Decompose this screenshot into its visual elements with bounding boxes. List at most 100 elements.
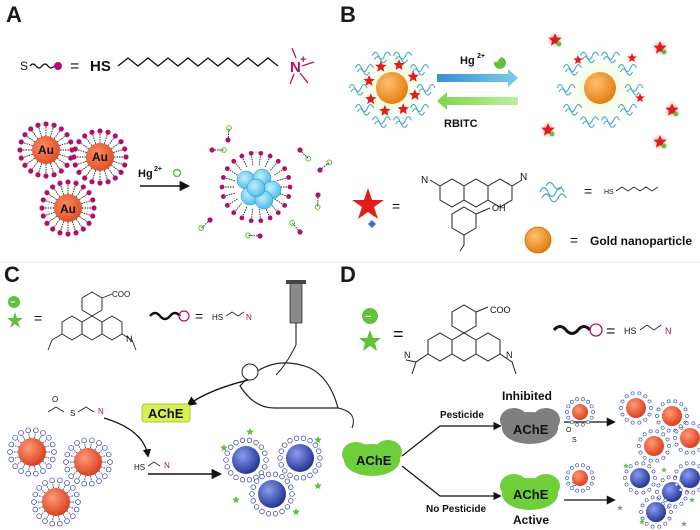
n-c2: N [98,407,104,416]
reverse-arrow [437,92,518,110]
n-right: N [520,172,527,183]
ligand-chain [76,473,82,482]
ligand-head [297,147,303,153]
ligand-head [44,220,50,226]
ligand-head [267,215,273,221]
ligand-head [18,468,24,474]
released-dye [639,519,645,525]
minus-sign: − [10,297,15,307]
ligand-head [262,464,268,470]
ligand-head [259,508,265,514]
ligand-head [12,463,18,469]
rbitc-star [379,104,391,116]
ligand-chain [38,432,44,441]
peg-coil [601,51,621,64]
ligand-chain [44,482,50,491]
ligand-tail-icon [552,325,592,335]
ligand-head [70,513,76,519]
ligand-head [653,476,657,480]
peg-coil [371,116,391,128]
ligand-head [72,162,78,168]
ligand-head [282,468,288,474]
ligand-head [619,406,623,410]
ligand-head [287,184,293,190]
ligand-head [279,474,285,480]
ligand-head [566,415,571,420]
ligand-head [25,427,31,434]
ligand-head [33,470,39,477]
ligand-head [91,205,97,211]
hg-bound [289,220,296,226]
ligand-head [51,449,57,455]
peg-chain [615,186,659,192]
ligand-head [640,516,645,521]
ligand-head [57,477,63,484]
cluster-particle [246,178,266,198]
ligand-head [297,229,303,235]
ligand-head [249,491,255,497]
no-pesticide-branch [401,465,502,501]
ligand-chain [24,134,35,143]
rbitc-star [393,59,405,70]
peg-coil [556,83,576,96]
ligand-head [648,458,653,463]
ligand-head [580,397,585,402]
ligand-head [96,478,102,484]
ligand-head [250,484,256,490]
ligand-head [565,410,569,414]
ligand-chain [38,463,44,472]
ligand-head [667,516,672,521]
ligand-head [624,417,629,422]
ligand-head [33,427,39,434]
au-label: Au [60,202,76,216]
free-ligand [291,222,301,233]
ligand-chain [83,475,87,484]
ligand-head [293,475,300,481]
gold-np-legend [524,226,552,254]
ligand-head [96,440,102,446]
ligand-head [272,471,279,477]
ligand-head [586,420,591,425]
hg-label: Hg [138,168,153,180]
ligand-head [316,448,322,454]
ring [427,332,453,362]
ligand-head [112,175,118,181]
blue-nanoparticle [662,482,682,502]
red-nanoparticle [644,436,664,456]
ligand-head [228,470,234,476]
ligand-head [68,139,74,145]
ligand-chain [111,141,122,150]
ligand-head [258,150,264,156]
ligand-chain [57,515,61,524]
rbitc-star [407,70,419,82]
ligand-chain [79,192,90,201]
ligand-head [272,511,279,517]
ligand-head [678,447,683,452]
ligand-head [207,217,213,223]
au-nanoparticle [54,194,82,222]
hg-bound [661,143,667,149]
ligand-chain [94,473,100,482]
ligand-head [8,456,15,463]
ligand-head [647,412,652,417]
ligand-head [666,428,671,433]
ligand-head [58,168,64,174]
ligand-head [665,450,670,455]
ligand-head [674,482,679,487]
ligand-head [657,495,662,500]
ligand-head [70,485,76,491]
hg-bound [198,225,205,232]
ligand-head [312,468,318,474]
ligand-chain [227,168,238,176]
ligand-head [684,461,689,466]
methyl-bonds [289,47,315,85]
s-d2: S [572,481,577,488]
blue-nanoparticle [680,468,700,488]
green-star-icon [359,330,381,351]
hg-bound [326,159,333,166]
panel-c-label: C [4,262,20,287]
ligand-head [40,468,46,474]
ligand-head [638,437,643,442]
bonds [405,306,517,375]
ligand-head [112,133,118,139]
